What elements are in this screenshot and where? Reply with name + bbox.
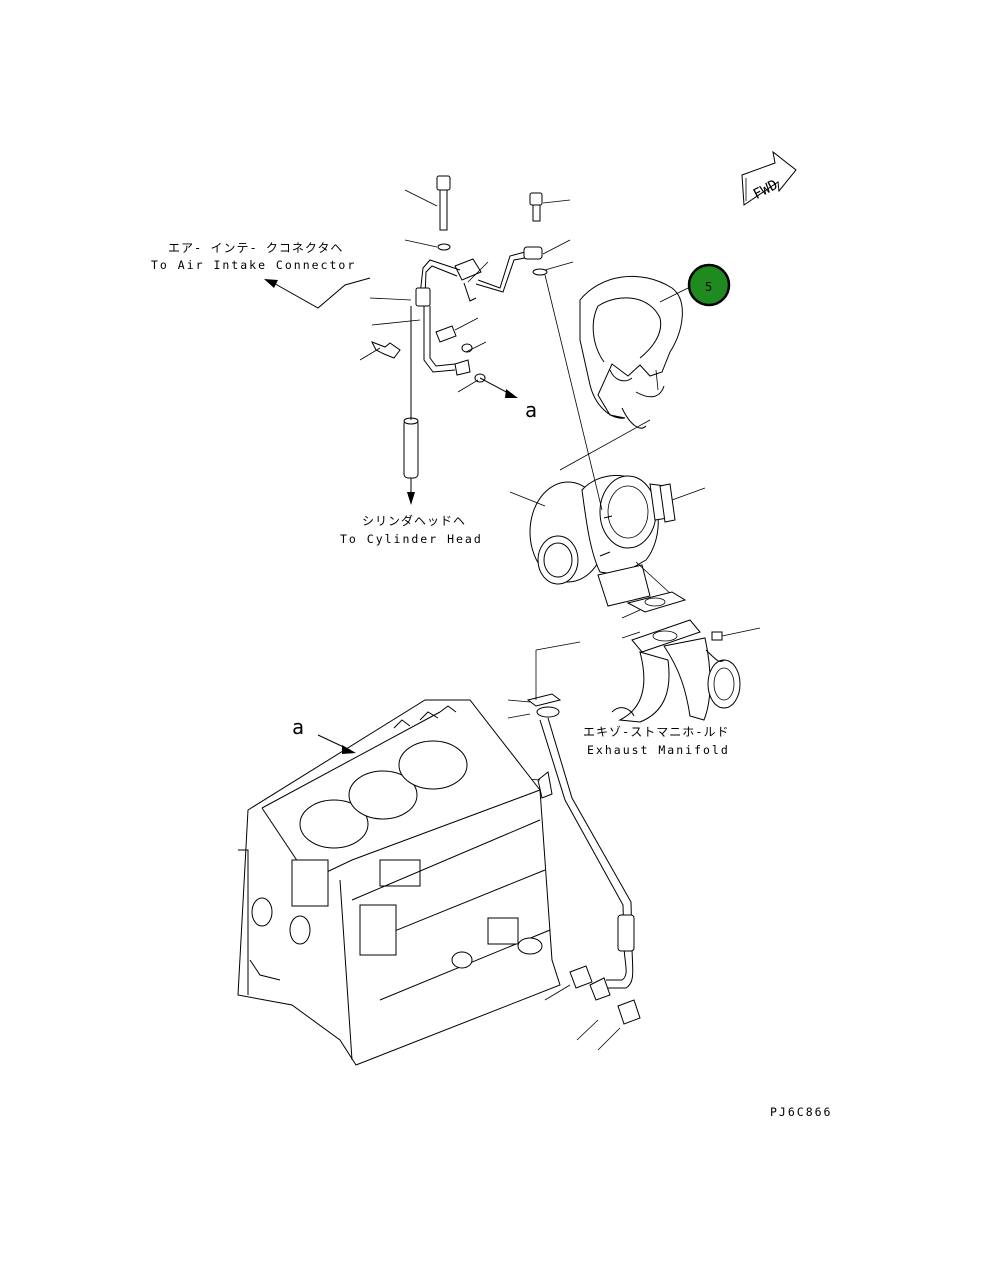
fwd-label: FWD (751, 177, 781, 203)
exhaust-manifold-label-en: Exhaust Manifold (587, 743, 730, 757)
exhaust-manifold (611, 591, 761, 723)
ref-a-top: a (525, 398, 537, 422)
part-callout-number: 5 (705, 280, 712, 294)
part-callout-5[interactable]: 5 (659, 263, 731, 307)
air-intake-label-en: To Air Intake Connector (151, 258, 356, 272)
exhaust-manifold-label-jp: エキゾ-ストマニホ-ルド (583, 725, 729, 739)
air-intake-label-jp: エア- インテ- クコネクタヘ (168, 241, 343, 255)
oil-drain-tube (507, 641, 641, 1051)
cylinder-head-label-en: To Cylinder Head (340, 532, 483, 546)
turbocharger (509, 274, 706, 607)
engine-block (237, 699, 561, 1066)
fwd-arrow-icon: FWD (741, 150, 797, 206)
turbo-cover (579, 275, 683, 429)
drawing-code: PJ6C866 (770, 1105, 832, 1119)
cylinder-head-label-jp: シリンダヘッドヘ (362, 513, 466, 528)
ref-a-block: a (292, 715, 304, 739)
oil-tube-assembly (264, 175, 574, 505)
